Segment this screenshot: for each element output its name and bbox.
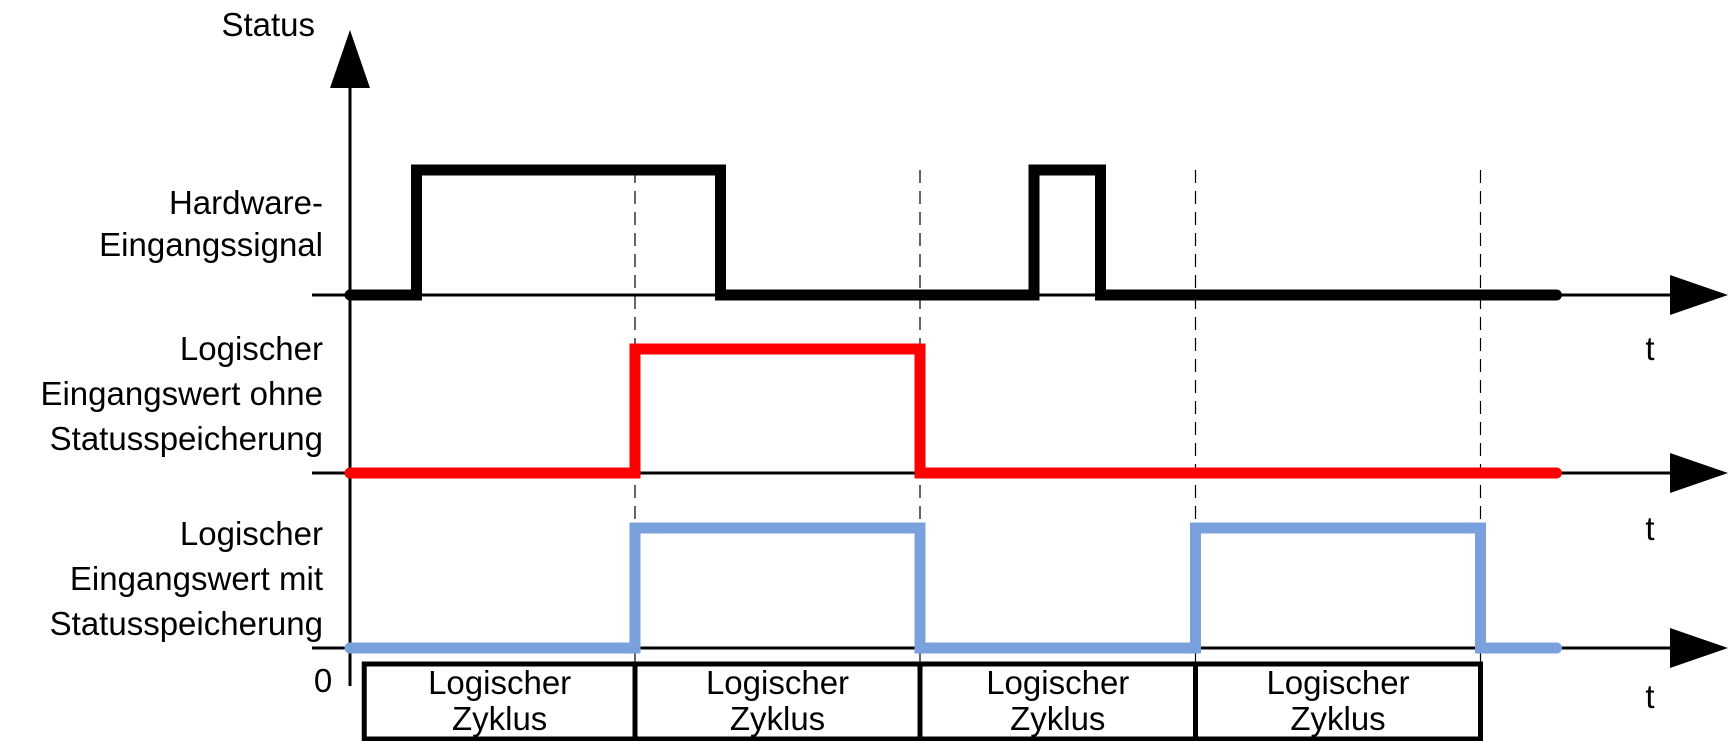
- logic-cycle-label-line: Zyklus: [1010, 700, 1105, 737]
- logic-cycle-boxes: LogischerZyklusLogischerZyklusLogischerZ…: [361, 661, 1483, 741]
- signal-label-line: Statusspeicherung: [50, 605, 323, 642]
- y-axis-label: Status: [221, 6, 315, 43]
- signal-label-line: Hardware-: [169, 184, 323, 221]
- signal-label-line: Logischer: [180, 515, 323, 552]
- logic-cycle-label-line: Zyklus: [452, 700, 547, 737]
- signal-labels: Hardware-EingangssignalLogischerEingangs…: [40, 184, 323, 642]
- logic-cycle-label-line: Logischer: [706, 664, 849, 701]
- signal-label-line: Eingangswert mit: [70, 560, 323, 597]
- time-axis-arrowhead-2: [1670, 453, 1728, 493]
- signal-label-line: Eingangswert ohne: [40, 375, 323, 412]
- time-axis-label-2: t: [1645, 510, 1654, 547]
- logic-cycle-box: [1193, 661, 1483, 741]
- y-axis-arrowhead: [330, 30, 370, 88]
- logic-cycle-label-line: Logischer: [986, 664, 1129, 701]
- cycle-boundary-lines: [634, 170, 1482, 686]
- time-axis-label-1: t: [1645, 330, 1654, 367]
- time-axis-label-3: t: [1645, 678, 1654, 715]
- signal-label-line: Logischer: [180, 330, 323, 367]
- logic-cycle-label-line: Logischer: [1266, 664, 1409, 701]
- logic-cycle-label-line: Zyklus: [1290, 700, 1385, 737]
- signal-label-line: Statusspeicherung: [50, 420, 323, 457]
- signal-label-line: Eingangssignal: [99, 226, 323, 263]
- time-axis-arrowhead-3: [1670, 628, 1728, 668]
- origin-label: 0: [314, 662, 332, 699]
- signal-trace-ohne: [344, 343, 1562, 479]
- time-axis-arrowhead-1: [1670, 275, 1728, 315]
- signal-traces: [344, 164, 1562, 654]
- signal-trace-hardware: [344, 164, 1562, 301]
- signal-trace-mit: [344, 522, 1562, 654]
- signal-label-hardware: Hardware- Eingangssignal: [99, 184, 323, 263]
- logic-cycle-label-line: Logischer: [428, 664, 571, 701]
- logic-cycle-label-line: Zyklus: [730, 700, 825, 737]
